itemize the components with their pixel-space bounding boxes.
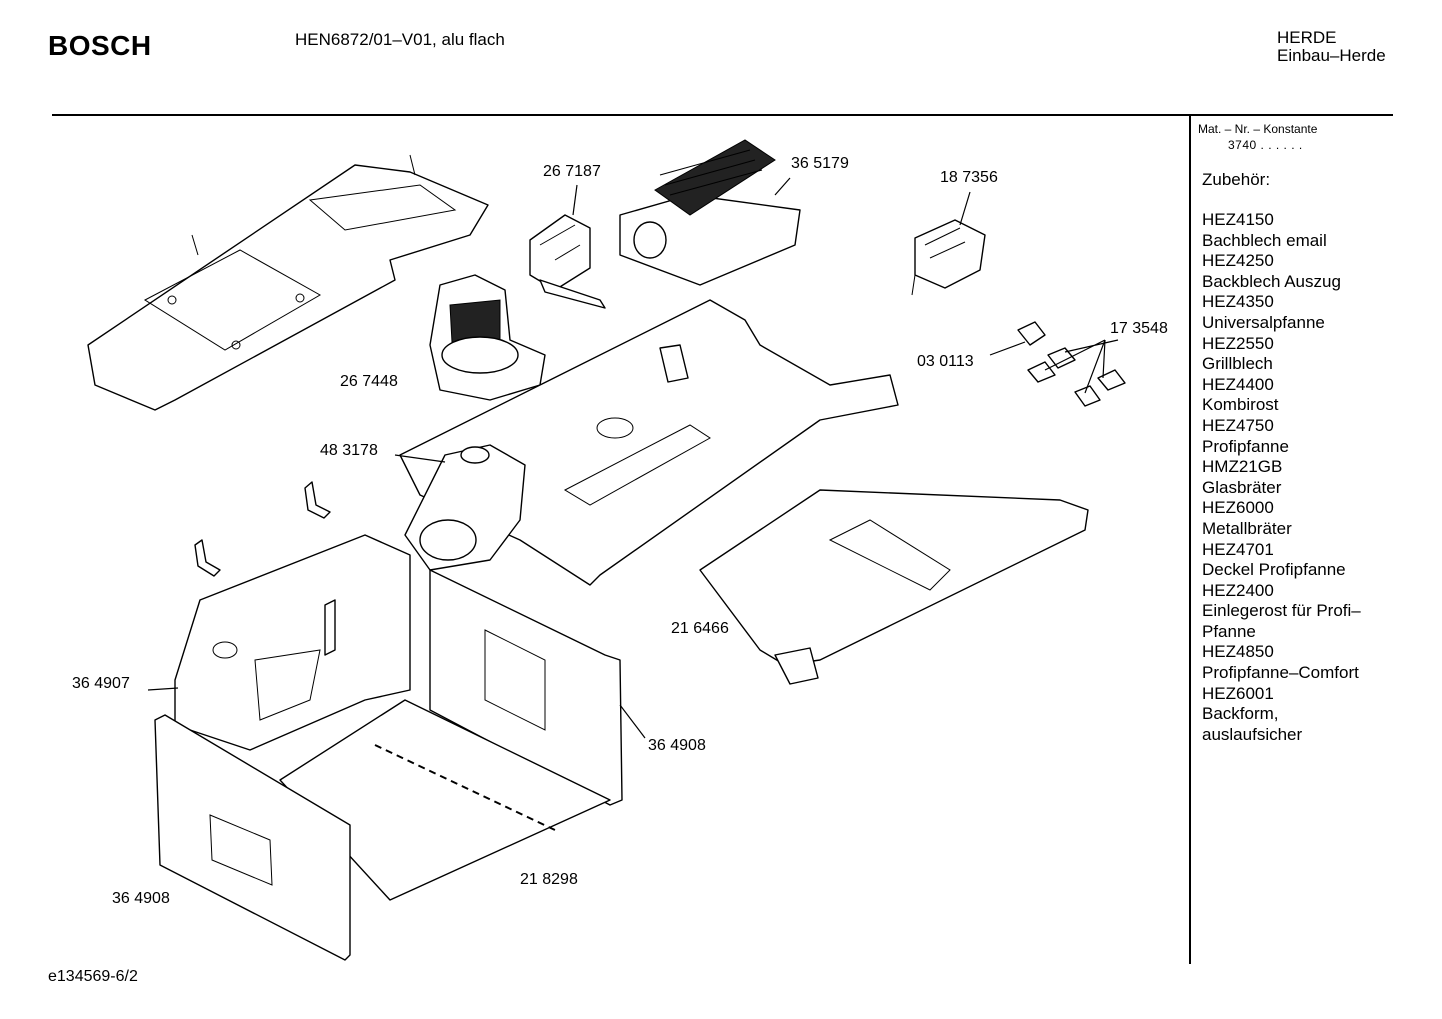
accessory-item: Deckel Profipfanne bbox=[1202, 560, 1346, 580]
leader-lines bbox=[147, 177, 1119, 739]
accessory-item: Glasbräter bbox=[1202, 477, 1282, 497]
accessory-item: Backform, bbox=[1202, 704, 1279, 724]
category-line-2: Einbau–Herde bbox=[1277, 46, 1386, 65]
document-code: e134569-6/2 bbox=[48, 968, 138, 985]
mat-number-label: Mat. – Nr. – Konstante bbox=[1198, 122, 1318, 136]
accessory-item: HMZ21GB bbox=[1202, 457, 1283, 477]
accessory-item: Universalpfanne bbox=[1202, 312, 1325, 332]
tangential-fan-part bbox=[619, 139, 801, 286]
accessory-item: HEZ6001 bbox=[1202, 683, 1274, 703]
part-label: 21 6466 bbox=[671, 620, 729, 637]
accessory-item: HEZ4850 bbox=[1202, 642, 1274, 662]
part-label: 26 7448 bbox=[340, 373, 398, 390]
accessory-item: Grillblech bbox=[1202, 354, 1273, 374]
mat-number-value: 3740 . . . . . . bbox=[1228, 138, 1303, 152]
rear-panel-part bbox=[399, 299, 899, 586]
accessories-title: Zubehör: bbox=[1202, 170, 1271, 189]
accessory-item: auslaufsicher bbox=[1202, 724, 1303, 744]
accessory-item: Profipfanne–Comfort bbox=[1202, 663, 1359, 683]
accessory-item: Metallbräter bbox=[1202, 518, 1292, 538]
accessories-list: HEZ4150 Bachblech email HEZ4250 Backblec… bbox=[1202, 210, 1361, 745]
accessory-item: HEZ2550 bbox=[1202, 333, 1274, 353]
front-panel-part bbox=[154, 714, 351, 961]
transformer-2-part bbox=[911, 219, 986, 296]
accessory-item: HEZ4150 bbox=[1202, 210, 1274, 229]
part-label: 36 4908 bbox=[648, 737, 706, 754]
transformer-part bbox=[529, 214, 606, 309]
bottom-panel-part bbox=[279, 699, 611, 901]
left-side-panel-part bbox=[174, 534, 411, 751]
part-label: 36 5179 bbox=[791, 155, 849, 172]
accessory-item: Einlegerost für Profi– bbox=[1202, 601, 1361, 621]
accessory-item: HEZ4250 bbox=[1202, 251, 1274, 271]
part-label: 03 0113 bbox=[917, 353, 974, 370]
accessory-item: HEZ4701 bbox=[1202, 539, 1274, 559]
header-divider bbox=[52, 114, 1393, 116]
part-label: 36 4907 bbox=[72, 675, 130, 692]
part-label: 18 7356 bbox=[940, 169, 998, 186]
part-label: 26 7187 bbox=[543, 163, 601, 180]
accessory-item: Kombirost bbox=[1202, 395, 1279, 415]
bracket-parts bbox=[194, 481, 331, 577]
accessory-item: HEZ2400 bbox=[1202, 580, 1274, 600]
category-line-1: HERDE bbox=[1277, 28, 1337, 47]
accessory-item: HEZ6000 bbox=[1202, 498, 1274, 518]
fan-housing-part bbox=[404, 444, 526, 571]
right-side-panel-part bbox=[429, 569, 623, 806]
model-title: HEN6872/01–V01, alu flach bbox=[295, 30, 505, 49]
accessory-item: Bachblech email bbox=[1202, 230, 1327, 250]
accessory-item: Backblech Auszug bbox=[1202, 271, 1341, 291]
accessory-item: HEZ4350 bbox=[1202, 292, 1274, 312]
accessory-item: Pfanne bbox=[1202, 621, 1256, 641]
fan-motor-part bbox=[429, 274, 546, 401]
brand-logo: BOSCH bbox=[48, 30, 152, 61]
accessory-item: Profipfanne bbox=[1202, 436, 1289, 456]
part-label: 21 8298 bbox=[520, 871, 578, 888]
exploded-parts-diagram bbox=[87, 139, 1126, 961]
part-label: 36 4908 bbox=[112, 890, 170, 907]
accessory-item: HEZ4400 bbox=[1202, 374, 1274, 394]
switch-parts bbox=[1017, 321, 1126, 407]
part-label: 48 3178 bbox=[320, 442, 378, 459]
bottom-tray-part bbox=[699, 489, 1089, 685]
part-label: 17 3548 bbox=[1110, 320, 1168, 337]
mounting-plate-part bbox=[87, 154, 489, 411]
accessory-item: HEZ4750 bbox=[1202, 415, 1274, 435]
sidebar-divider bbox=[1189, 115, 1191, 964]
